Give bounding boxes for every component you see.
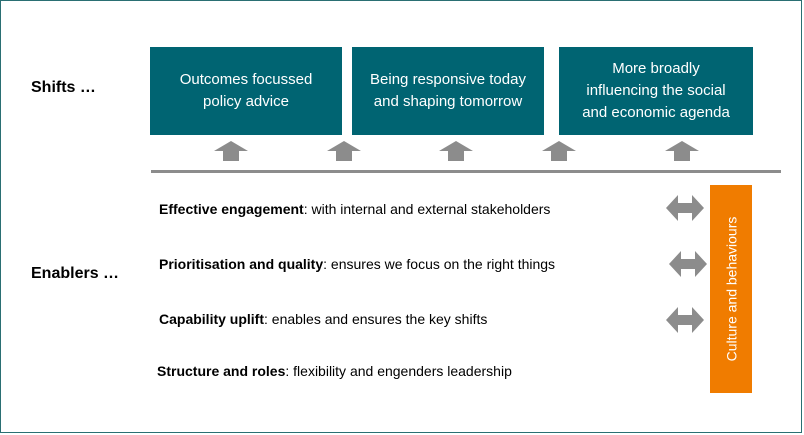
shift-line: Being responsive today	[370, 71, 526, 88]
shift-line: and economic agenda	[582, 104, 730, 121]
enabler-text: : with internal and external stakeholder…	[303, 201, 551, 217]
culture-label: Culture and behaviours	[723, 216, 740, 362]
shift-box-responsive: Being responsive today and shaping tomor…	[352, 47, 544, 135]
culture-bar: Culture and behaviours	[710, 185, 752, 393]
enabler-structure: Structure and roles: flexibility and eng…	[157, 363, 512, 379]
shift-line: More broadly	[612, 60, 700, 77]
shift-box-outcomes: Outcomes focussed policy advice	[150, 47, 342, 135]
enabler-text: : flexibility and engenders leadership	[285, 363, 512, 379]
enabler-prioritisation: Prioritisation and quality: ensures we f…	[159, 256, 555, 272]
up-arrow-icon	[665, 141, 699, 161]
enabler-engagement: Effective engagement: with internal and …	[159, 201, 550, 217]
up-arrow-icon	[542, 141, 576, 161]
enabler-title: Structure and roles	[157, 363, 286, 379]
divider-line	[151, 170, 781, 173]
double-arrow-icon	[666, 195, 704, 221]
double-arrow-icon	[666, 307, 704, 333]
shift-line: and shaping tomorrow	[373, 93, 523, 110]
enabler-text: : ensures we focus on the right things	[323, 256, 556, 272]
enabler-text: : enables and ensures the key shifts	[264, 311, 488, 327]
double-arrow-icon	[669, 251, 707, 277]
enabler-title: Effective engagement	[159, 201, 304, 217]
shift-line: influencing the social	[586, 82, 726, 99]
enablers-label: Enablers …	[31, 265, 120, 282]
shift-box-influencing: More broadly influencing the social and …	[559, 47, 753, 135]
shift-line: policy advice	[203, 93, 289, 110]
shift-line: Outcomes focussed	[179, 71, 313, 88]
shifts-label: Shifts …	[31, 79, 96, 96]
enabler-capability: Capability uplift: enables and ensures t…	[159, 311, 487, 327]
up-arrow-icon	[214, 141, 248, 161]
enabler-title: Capability uplift	[159, 311, 264, 327]
enabler-title: Prioritisation and quality	[159, 256, 324, 272]
up-arrow-icon	[439, 141, 473, 161]
up-arrow-icon	[327, 141, 361, 161]
